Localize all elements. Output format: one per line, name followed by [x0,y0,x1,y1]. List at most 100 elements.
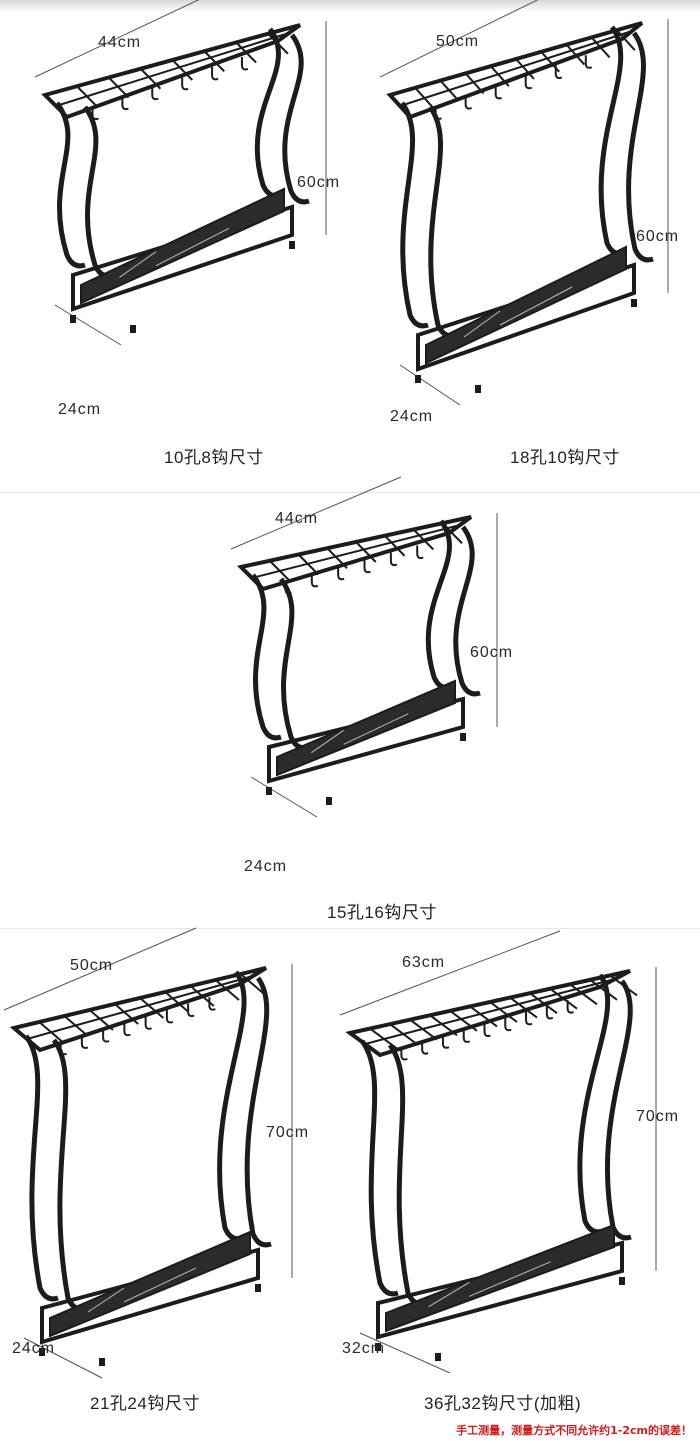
height-label: 70cm [266,1124,310,1141]
tray-divider [463,310,501,338]
grid-bar [108,76,130,99]
frame-leg [359,1039,399,1297]
hook [462,1029,471,1043]
divider [0,928,700,929]
size-caption: 21孔24钩尺寸 [90,1394,200,1413]
tray-divider [343,713,409,745]
depth-label: 24cm [244,858,288,875]
hook [310,573,319,588]
product-panel-3: 44cm 60cm 24cm 15孔16钩尺寸 [175,476,525,928]
foot [99,1358,105,1366]
frame-leg [427,105,457,339]
grid-bar [464,72,485,95]
height-label: 60cm [636,228,680,245]
top-frame [41,23,302,120]
umbrella-stand-photo-2 [379,0,669,406]
product-panel-4: 50cm 70cm 24cm 21孔24钩尺寸 [0,927,330,1454]
product-panel-1: 44cm 60cm 24cm 10孔8钩尺寸 [0,0,350,492]
tray-divider [155,227,230,267]
grid-bar [139,68,162,90]
hook [545,1005,554,1020]
drip-tray [80,187,285,305]
hook [416,545,424,560]
hook [181,76,189,91]
hook [208,997,216,1011]
foot [130,325,136,333]
tray-divider [428,1281,470,1308]
size-caption: 10孔8钩尺寸 [164,448,264,467]
hook [144,1016,152,1030]
grid-bar [88,1009,114,1031]
divider [0,492,700,493]
grid-bar [616,29,636,51]
umbrella-stand-photo-4 [3,927,293,1379]
frame-leg [399,101,429,329]
hook [525,1011,533,1026]
foot [255,1284,261,1292]
panel-row-1 [0,0,700,492]
grid-bar [569,983,598,1006]
grid-bar [589,979,618,1001]
foot [631,299,637,307]
measurement-note: 手工测量，测量方式不同允许约1-2cm的误差！ [456,1424,692,1437]
depth-label: 32cm [342,1340,386,1357]
frame-leg [254,27,282,199]
grid-bar [164,991,190,1013]
size-caption: 36孔32钩尺寸(加粗) [424,1394,582,1413]
grid-bar [326,547,348,569]
frame-leg [598,25,626,257]
grid-bar [355,541,377,563]
grid-bar [55,32,290,107]
foot [326,797,332,805]
width-label: 44cm [98,34,142,51]
product-panel-2: 50cm 60cm 24cm 18孔10钩尺寸 [350,0,700,492]
hook [464,96,472,110]
width-dimension-line [339,930,561,1016]
frame-leg [604,979,633,1241]
grid-bar [214,979,240,1001]
depth-dimension-line [250,776,318,818]
top-frame [345,969,631,1058]
foot [266,787,272,795]
foot [435,1353,441,1361]
hook [151,86,159,101]
grid-bar [384,535,406,557]
frame-leg [425,519,453,691]
hook [80,1035,89,1049]
grid-bar [364,978,616,1045]
height-label: 60cm [470,644,514,661]
tray-divider [469,1261,551,1297]
hook [494,85,502,100]
depth-label: 24cm [12,1340,56,1357]
grid-bar [469,1005,498,1028]
width-label: 50cm [70,957,114,974]
hook [337,566,345,581]
foot [415,375,421,383]
frame-leg [282,33,310,205]
size-caption: 18孔10钩尺寸 [510,448,620,467]
drip-tray [385,1223,615,1333]
grid-bar [565,43,586,66]
width-label: 50cm [436,33,480,50]
depth-label: 24cm [58,401,102,418]
frame-leg [82,105,114,279]
depth-dimension-line [23,1337,103,1379]
grid-bar [509,996,538,1019]
grid-bar [203,50,225,72]
drip-tray [276,679,456,777]
umbrella-stand-photo-3 [230,476,498,818]
tray-divider [87,1287,125,1313]
grid-bar [412,528,435,551]
grid-bar [114,1003,139,1025]
hook [566,1000,574,1014]
width-label: 63cm [402,954,446,971]
grid-bar [490,65,510,87]
depth-dimension-line [54,304,122,346]
top-frame [9,966,268,1053]
grid-bar [529,992,558,1014]
grid-bar [515,58,535,80]
foot [289,241,295,249]
hook [524,75,533,90]
frame-leg [577,973,611,1235]
foot [375,1343,381,1351]
